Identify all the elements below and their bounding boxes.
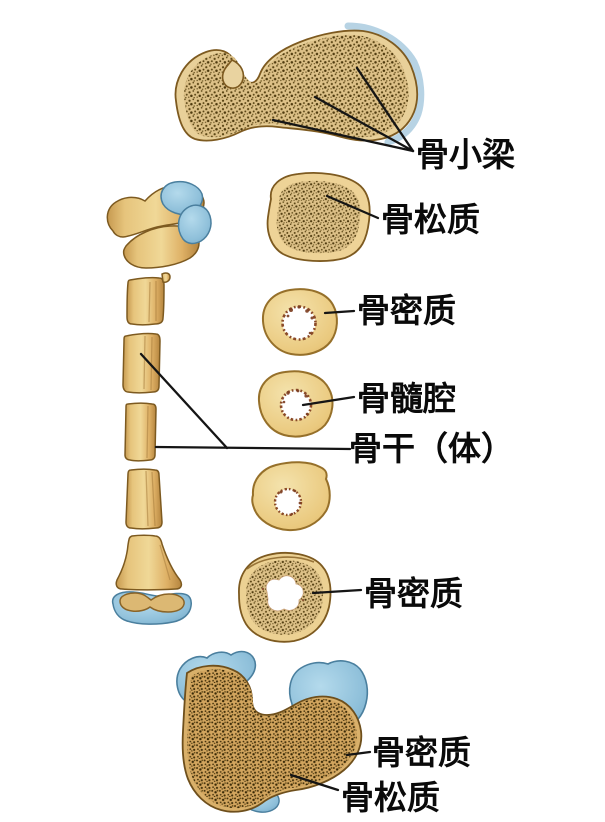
trabecular-texture (183, 34, 409, 138)
leader-medullary (301, 395, 356, 407)
forming-cavity (265, 575, 304, 612)
rim-crack (246, 556, 315, 570)
leader-trabeculae-2 (313, 95, 415, 153)
shaft-segment-3 (124, 402, 157, 462)
bottom-epiphysis-section (176, 650, 369, 813)
cross-section-small-ring (251, 461, 331, 532)
label-spongy-bottom: 骨松质 (341, 779, 440, 816)
leader-compact-3 (345, 750, 372, 757)
medullary-hole (279, 388, 313, 422)
condyle-cut-surface (119, 592, 185, 613)
cross-section-compact-1 (261, 288, 338, 356)
leader-trabeculae-3 (271, 118, 415, 153)
leader-compact-2 (311, 588, 363, 595)
cartilage-remnant-edge (344, 22, 425, 146)
notch-hook (221, 59, 245, 89)
cross-section-compact-2 (238, 552, 332, 643)
label-diaphysis: 骨干（体） (349, 430, 514, 467)
label-medullary-cavity: 骨髓腔 (357, 380, 456, 417)
leader-spongy-bottom (289, 773, 340, 792)
articular-cartilage-cap-2 (177, 204, 212, 245)
label-compact-bottom: 骨密质 (372, 734, 471, 771)
label-trabeculae: 骨小梁 (416, 136, 515, 173)
shaft-segment-2 (122, 332, 161, 394)
distal-flare-segment (115, 534, 183, 591)
shaft-streaks (143, 281, 171, 581)
shaft-segment-1 (126, 276, 165, 326)
leader-lines (139, 66, 415, 792)
medullary-hole (273, 487, 303, 517)
leader-spongy-top (325, 194, 380, 220)
proximal-fragment-2 (122, 225, 200, 269)
leader-compact-1 (323, 309, 356, 315)
shaft-segment-1-nub (161, 272, 171, 283)
leader-trabeculae-1 (355, 66, 415, 153)
cross-section-medullary (257, 370, 334, 438)
trabecular-texture (187, 669, 357, 809)
exploded-long-bone (106, 180, 212, 625)
top-epiphysis-section (174, 22, 425, 146)
cross-section-spongy (266, 171, 371, 262)
label-spongy-top: 骨松质 (381, 201, 480, 238)
label-compact-mid: 骨密质 (364, 575, 463, 612)
label-compact-upper: 骨密质 (357, 292, 456, 329)
leader-diaphysis-b (154, 445, 352, 451)
shaft-segment-4 (125, 468, 163, 530)
leader-diaphysis-a (139, 352, 229, 450)
medullary-hole (281, 305, 317, 341)
